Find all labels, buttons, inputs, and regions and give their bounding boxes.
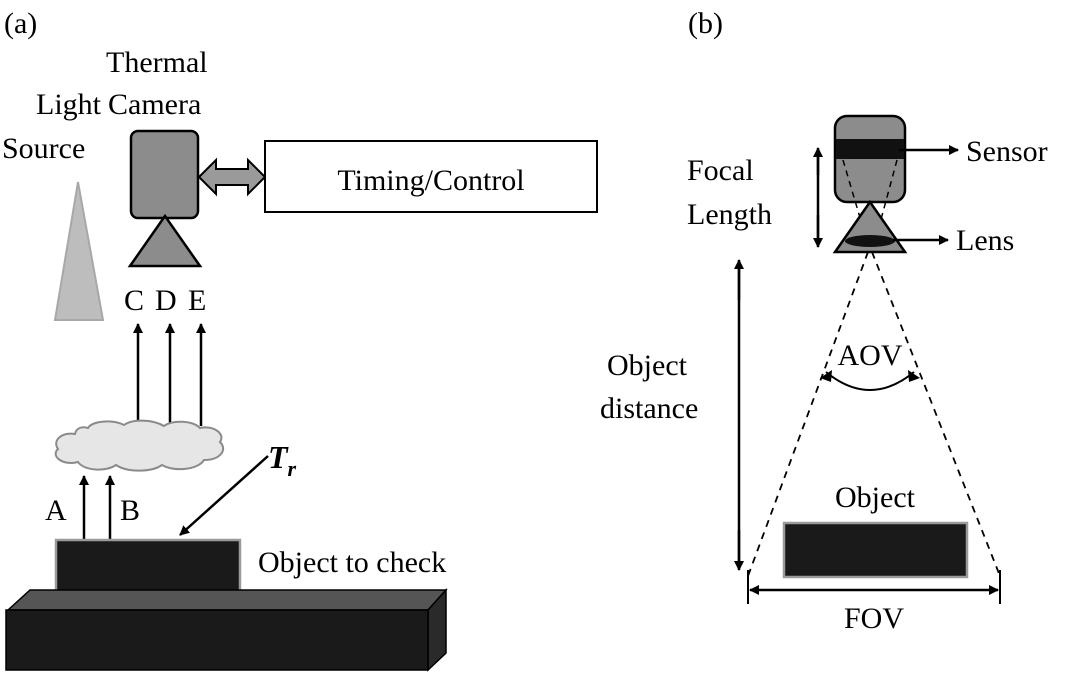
atmosphere-cloud xyxy=(54,419,225,472)
lens-icon xyxy=(845,235,895,247)
panel-b: (b) Sensor Lens Focal Length Object dist… xyxy=(600,7,1048,635)
focal-length-label-line1: Focal xyxy=(687,154,754,187)
object-to-check xyxy=(54,538,242,596)
label-c: C xyxy=(124,284,144,317)
object-distance-label-line2: distance xyxy=(600,392,698,425)
light-beam xyxy=(53,181,105,321)
lens-label: Lens xyxy=(956,224,1014,257)
light-source-label-line2: Source xyxy=(2,132,85,165)
base-platform-top xyxy=(6,589,448,611)
aov-arc-head-right xyxy=(908,370,920,382)
aov-label: AOV xyxy=(838,339,903,372)
tr-arrow xyxy=(179,455,269,536)
fov-dash-right xyxy=(871,251,1001,577)
fov-dash-left xyxy=(747,251,869,577)
label-a: A xyxy=(45,494,67,527)
aov-arc-head-left xyxy=(820,370,832,382)
thermal-camera-label-line2: Camera xyxy=(108,88,201,121)
tr-label: Tr xyxy=(268,439,297,481)
tr-label-sub: r xyxy=(288,456,297,481)
thermal-camera-label-line1: Thermal xyxy=(106,46,208,79)
timing-control-label: Timing/Control xyxy=(337,164,524,197)
label-b: B xyxy=(120,494,140,527)
base-platform-front xyxy=(5,609,429,671)
label-d: D xyxy=(155,284,177,317)
object-box xyxy=(782,521,969,579)
panel-b-tag: (b) xyxy=(688,7,723,40)
label-e: E xyxy=(188,284,206,317)
tr-label-main: T xyxy=(268,439,289,475)
object-to-check-label: Object to check xyxy=(258,546,446,579)
object-distance-label-line1: Object xyxy=(607,349,688,382)
panel-a-tag: (a) xyxy=(4,7,37,40)
thermal-camera-body xyxy=(129,129,200,220)
camera-control-double-arrow xyxy=(197,157,267,197)
fov-label: FOV xyxy=(844,602,904,635)
sensor-band xyxy=(836,139,904,159)
timing-control-box xyxy=(264,140,598,213)
sensor-label: Sensor xyxy=(966,135,1048,168)
light-source-label-line1: Light xyxy=(36,88,102,121)
thermal-camera-lens xyxy=(127,213,203,268)
aov-arc xyxy=(825,371,915,391)
panel-a: (a) Light Source Thermal Camera Timing/C… xyxy=(2,7,598,672)
object-label: Object xyxy=(835,481,916,514)
focal-length-label-line2: Length xyxy=(687,198,772,231)
